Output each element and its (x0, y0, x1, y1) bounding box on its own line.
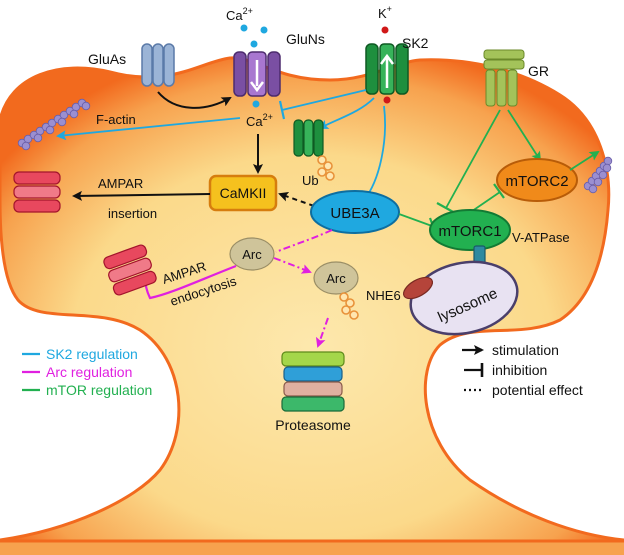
mtorc1-label: mTORC1 (438, 223, 501, 240)
ca-ion (240, 24, 248, 32)
arrow-ube3a-camkii (278, 191, 315, 207)
ampar-inserted (13, 171, 61, 213)
mtorc2-label: mTORC2 (505, 173, 568, 190)
mtorc2-node (496, 158, 578, 202)
arc1-label: Arc (242, 247, 262, 262)
arrow-sk2-internalize (318, 97, 375, 129)
legend-label-arc: Arc regulation (46, 364, 132, 380)
inhibit-sk2-gluns-bar (278, 100, 286, 120)
camkii-label: CaMKII (220, 185, 267, 201)
arrow-ca-to-factin (56, 117, 241, 141)
arc1-node (229, 237, 275, 271)
k-top-label: K+ (378, 4, 392, 21)
ub-label: Ub (302, 173, 319, 188)
legend-left: SK2 regulation Arc regulation mTOR regul… (22, 346, 152, 398)
legend-label-sk2: SK2 regulation (46, 346, 138, 362)
inhibit-ube3a-mtorc1 (398, 213, 433, 227)
inhibit-mtorc1-mtorc2-bar (493, 183, 505, 199)
gluas-receptor (141, 43, 175, 87)
inhibit-gr-mtorc1 (445, 109, 501, 209)
arrow-camkii-ampar-insertion (72, 190, 211, 201)
k-ion (383, 96, 391, 104)
arc2-label: Arc (326, 271, 346, 286)
gluns-label: GluNs (286, 31, 325, 47)
ca-inner-label: Ca2+ (246, 112, 273, 129)
f-actin-right (583, 156, 613, 194)
f-actin (17, 98, 91, 151)
arc2-node (313, 261, 359, 295)
nhe6-label: NHE6 (366, 288, 401, 303)
legend-right: stimulation inhibition potential effect (462, 342, 583, 398)
mtorc1-node (429, 209, 511, 251)
ampar-insertion-label-2: insertion (108, 206, 157, 221)
ampar-endocytosed (103, 244, 157, 296)
gluas-label: GluAs (88, 51, 126, 67)
inhibit-sk2-gluns (281, 89, 367, 111)
sk2-channel (365, 43, 409, 95)
ca-top-label: Ca2+ (226, 6, 253, 23)
arrow-gluas-to-gluns (157, 91, 232, 109)
camkii-node (208, 174, 278, 212)
sk2-internalized (293, 119, 324, 157)
ampar-insertion-label-1: AMPAR (98, 176, 143, 191)
gr-receptor (483, 49, 525, 107)
legend-label-mtor: mTOR regulation (46, 382, 152, 398)
lysosome-node (409, 260, 519, 336)
k-ion (381, 26, 389, 34)
ca-ion (260, 26, 268, 34)
ube3a-label: UBE3A (330, 205, 379, 222)
gluns-receptor (233, 51, 281, 97)
sk2-label: SK2 (402, 35, 429, 51)
arrow-gr-to-mtorc2 (507, 109, 542, 162)
arc-reg-arc-arc2 (273, 257, 312, 274)
legend-label-stimulation: stimulation (492, 342, 559, 358)
vatpase-label: V-ATPase (512, 230, 570, 245)
ubiquitin-chain-arc (339, 292, 359, 320)
gr-label: GR (528, 63, 549, 79)
proteasome-label: Proteasome (275, 417, 351, 433)
nhe6-node (402, 276, 434, 300)
arc-reg-ube3a-arc (275, 229, 333, 253)
proteasome-stack (281, 351, 345, 412)
ca-ion (250, 40, 258, 48)
ubiquitin-chain (317, 155, 335, 181)
legend-label-potential: potential effect (492, 382, 583, 398)
ube3a-node (310, 190, 400, 234)
arrow-mtorc2-to-factin (569, 150, 600, 171)
arc-reg-to-proteasome (315, 317, 329, 348)
ca-ion (252, 100, 260, 108)
factin-label: F-actin (96, 112, 136, 127)
legend-label-inhibition: inhibition (492, 362, 547, 378)
